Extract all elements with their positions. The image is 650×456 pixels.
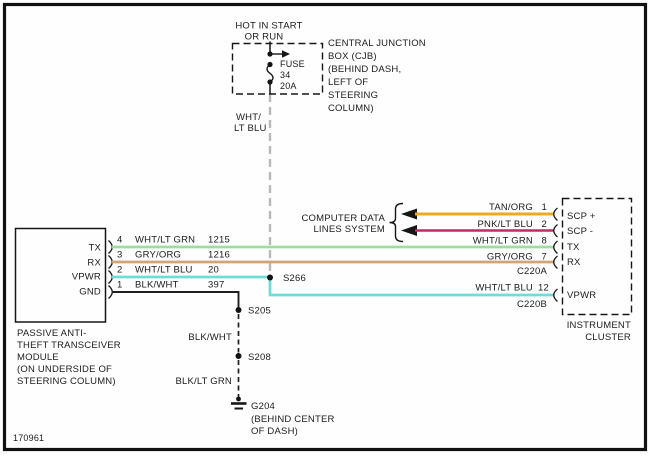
wire-blk-wht (112, 291, 240, 310)
module-caption-line: (ON UNDERSIDE OF (17, 364, 112, 375)
central-junction-box-outline (231, 42, 324, 95)
scp-plus-arrow-icon (401, 208, 417, 220)
wire-name: BLK/WHT (135, 280, 179, 291)
wire-wht-lt-blu (112, 275, 554, 297)
power-source-label-line2: OR RUN (245, 32, 284, 43)
cjb-label-line: STEERING (328, 90, 378, 101)
module-pin-label-vpwr: VPWR (72, 272, 101, 283)
feed-wire-color-line1: WHT/ (236, 112, 261, 123)
splice-label-s205: S205 (248, 306, 271, 317)
pin-number: 4 (117, 235, 122, 246)
wire-name: GRY/ORG (135, 250, 181, 261)
cjb-label-line: CENTRAL JUNCTION (328, 38, 426, 49)
connector-label-c220b: C220B (517, 299, 547, 310)
fuse-label: FUSE (280, 59, 305, 69)
module-connector-arc (108, 285, 113, 299)
wire-name: TAN/ORG (489, 202, 533, 213)
cluster-connector-arc (553, 240, 558, 254)
power-source-label-line1: HOT IN START (235, 21, 302, 32)
splice-label-s266: S266 (283, 273, 306, 284)
pats-module-outline (14, 227, 107, 323)
fuse-rating: 20A (280, 81, 297, 91)
cjb-label-line: BOX (CJB) (328, 51, 377, 62)
cluster-pin-label-scp-minus: SCP - (567, 226, 593, 237)
wire-name: WHT/LT GRN (135, 235, 195, 246)
module-connector-arc (108, 240, 113, 254)
cluster-connector-arc (553, 207, 558, 221)
figure-number: 170961 (13, 433, 44, 443)
cluster-connector-arc (553, 288, 558, 302)
module-pin-label-tx: TX (88, 243, 101, 254)
splice-dot-s266 (267, 274, 273, 281)
pin-number: 2 (542, 219, 547, 230)
pin-number: 1 (542, 202, 547, 213)
cluster-pin-label-vpwr: VPWR (567, 290, 596, 301)
cluster-caption-line: CLUSTER (585, 332, 631, 343)
scp-minus-arrow-icon (401, 225, 417, 236)
brace-icon (389, 202, 404, 243)
module-caption-line: THEFT TRANSCEIVER (17, 340, 121, 351)
cluster-pin-label-rx: RX (567, 257, 581, 268)
splice-dot-s205 (235, 307, 242, 313)
cjb-label-line: (BEHIND DASH, (328, 64, 401, 75)
module-caption-line: MODULE (17, 352, 59, 363)
splice-dot-s208 (235, 353, 242, 359)
ground-location-line: (BEHIND CENTER (251, 414, 335, 425)
instrument-cluster-outline (561, 197, 633, 316)
pin-number: 12 (538, 283, 549, 294)
fuse-branch-arrow-icon (282, 50, 290, 58)
cluster-caption-line: INSTRUMENT (567, 320, 631, 331)
pin-number: 1 (117, 280, 122, 291)
splice-label-s208: S208 (248, 352, 271, 363)
wire-name: WHT/LT GRN (473, 236, 533, 247)
connector-label-c220a: C220A (517, 266, 548, 277)
wire-name: GRY/ORG (487, 252, 533, 263)
ground-location-line: OF DASH) (251, 426, 298, 437)
pin-number: 7 (542, 252, 547, 263)
cluster-pin-label-tx: TX (567, 242, 580, 253)
module-caption-line: PASSIVE ANTI- (17, 328, 86, 339)
feed-wire-color-line2: LT BLU (234, 123, 267, 134)
circuit-number: 1215 (208, 235, 230, 246)
wire-name: PNK/LT BLU (477, 219, 533, 230)
cjb-label-line: LEFT OF (328, 77, 368, 88)
data-lines-label-line1: COMPUTER DATA (301, 213, 385, 224)
pin-number: 2 (117, 265, 122, 276)
ground-wire-lower-label: BLK/LT GRN (175, 376, 232, 387)
circuit-number: 20 (208, 265, 219, 276)
module-caption-line: STEERING COLUMN) (17, 376, 116, 387)
module-connector-arc (108, 270, 113, 284)
cluster-connector-arc (553, 255, 558, 269)
module-pin-label-rx: RX (87, 258, 101, 269)
circuit-number: 1216 (208, 250, 230, 261)
fuse-number: 34 (280, 70, 290, 80)
wire-name: WHT/LT BLU (135, 265, 193, 276)
fuse-element-icon (266, 63, 274, 83)
cluster-pin-label-scp-plus: SCP + (567, 211, 596, 222)
ground-wire-upper-label: BLK/WHT (188, 332, 232, 343)
ground-node (236, 396, 241, 402)
circuit-number: 397 (208, 280, 224, 291)
pin-number: 3 (117, 250, 122, 261)
pin-number: 8 (542, 236, 547, 247)
cjb-label-line: COLUMN) (328, 103, 374, 114)
data-lines-label-line2: LINES SYSTEM (313, 224, 385, 235)
wire-name: WHT/LT BLU (475, 283, 533, 294)
module-pin-label-gnd: GND (79, 287, 101, 298)
module-connector-arc (108, 255, 113, 269)
ground-id-label: G204 (251, 401, 275, 412)
cluster-connector-arc (553, 223, 558, 238)
